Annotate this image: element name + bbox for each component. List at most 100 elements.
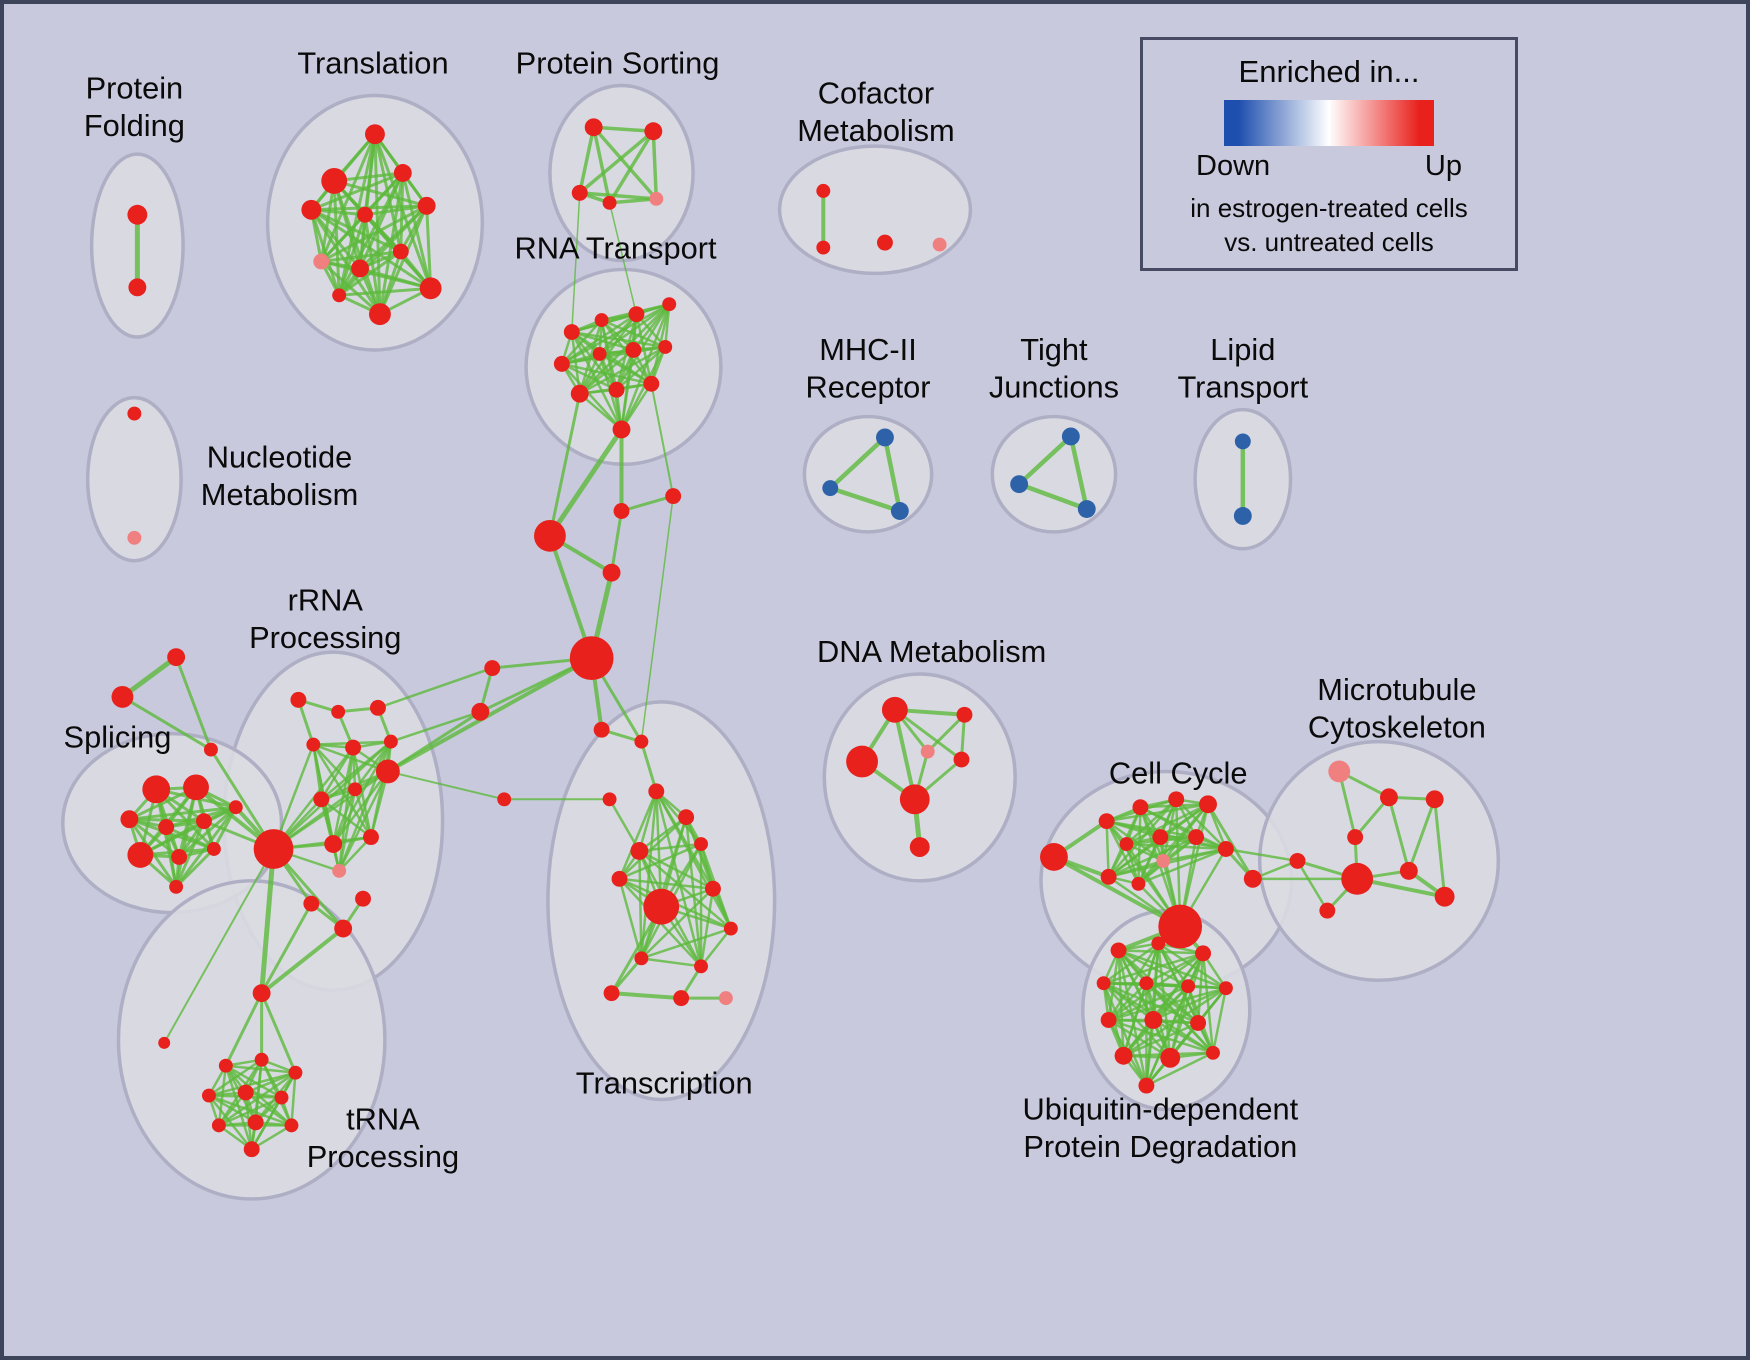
network-node-rt11 [643,375,660,392]
network-edge [1107,986,1228,1022]
network-edge [320,740,393,801]
network-edge [138,805,238,857]
network-edge [224,1064,283,1099]
network-edge [1016,434,1074,487]
network-edge [1137,847,1228,886]
network-edge [1117,949,1205,955]
network-edge [259,846,277,996]
network-node-hb3 [665,488,682,505]
network-node-rt6 [592,346,607,361]
network-edge [570,330,618,391]
network-node-cc5 [1199,795,1217,814]
network-node-v12 [634,951,649,966]
network-edge [386,710,482,773]
network-edge [331,740,393,846]
network-edge [620,348,635,431]
network-node-pf1 [127,204,148,225]
network-node-hb5 [569,636,614,680]
network-node-tl9 [392,243,409,260]
network-edge [828,435,888,491]
network-edge [640,957,703,968]
network-edge [1137,835,1162,886]
network-node-d6 [899,784,930,815]
cluster-label-transcription: Transcription [576,1066,753,1101]
network-node-sp1 [142,775,171,804]
network-node-sp6 [228,800,243,815]
network-edge [640,927,733,960]
network-edge [620,302,671,431]
network-node-u6 [201,1088,216,1103]
network-edge [207,1071,297,1097]
network-edge [615,302,671,391]
network-node-lt2 [1233,507,1252,525]
network-edge [640,495,674,743]
network-edge [650,382,675,498]
network-edge [1102,981,1148,1087]
network-node-tx3 [203,742,218,757]
network-node-v4 [602,792,617,807]
network-node-u12 [243,1141,260,1158]
network-node-q11 [324,835,343,853]
network-edge [547,426,624,539]
network-edge [207,1094,253,1151]
network-node-pf2 [128,278,147,297]
network-edge [1107,835,1162,879]
network-edge [1102,952,1205,985]
network-edge [127,805,238,821]
network-node-tl7 [313,253,330,270]
network-edge [607,129,656,205]
network-node-sp8 [171,849,188,865]
network-node-rt4 [662,297,677,312]
network-edge [389,710,482,743]
network-edge [259,926,346,996]
network-edge [309,171,405,212]
network-edge [926,713,966,754]
network-edge [174,655,213,752]
network-node-q2 [331,704,346,719]
cluster-ellipse-nucleotide-metabolism [85,395,183,563]
network-node-nu2 [127,530,142,545]
network-node-mc6 [1399,861,1418,880]
network-node-ub10 [1190,1015,1207,1031]
network-node-tl2 [321,168,348,194]
network-edge [1201,952,1215,1055]
network-node-mc8 [1289,852,1306,869]
network-edge [571,192,581,333]
network-node-q1 [290,691,307,708]
network-edge [320,798,373,839]
network-node-tl6 [417,196,436,215]
network-edge [1107,835,1198,879]
network-edge [1387,795,1411,873]
network-edge [640,815,688,960]
network-node-cc1 [1040,843,1068,871]
network-edge [272,770,390,851]
network-node-hb6 [484,660,501,677]
network-edge [893,708,963,762]
network-edge [1107,984,1190,1022]
network-edge [319,213,367,263]
network-node-cc13 [1243,869,1262,888]
network-node-cc3 [1132,799,1149,816]
network-edge [385,656,594,774]
network-node-tj1 [1061,427,1080,446]
network-edge [378,250,403,316]
network-node-q8 [313,791,330,808]
network-node-v13 [694,959,708,974]
network-node-q7 [253,829,294,869]
network-node-rt1 [563,324,580,341]
network-node-nu1 [127,406,142,421]
network-node-d3 [846,745,878,778]
network-node-ps4 [602,195,617,210]
network-node-cf2 [816,240,831,255]
network-edge [578,348,635,395]
network-node-mc3 [1347,829,1364,846]
network-edge [1107,798,1178,879]
network-node-mc5 [1341,862,1374,895]
network-edge [320,746,355,801]
